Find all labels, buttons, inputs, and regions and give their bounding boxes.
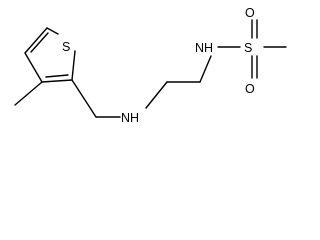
atom-label-sulfonyl-sulfur: S <box>244 41 252 55</box>
bond-c3-methyl <box>14 81 43 106</box>
atom-label-thiophene-sulfur: S <box>62 40 70 54</box>
bond-c2-c3 <box>41 79 73 83</box>
bond-ch2-sulfonamide-n <box>199 55 212 83</box>
structural-formula: S NH NH S O O <box>14 6 287 125</box>
bond-amine-ch2 <box>145 81 168 109</box>
atom-label-sulfonamide-nitrogen: NH <box>195 41 213 55</box>
bond-c3-c4 <box>24 52 43 83</box>
bond-c4-c5 <box>24 27 48 54</box>
bond-c4-c5-double <box>30 32 49 53</box>
bond-s1-c2 <box>71 50 76 81</box>
atom-label-oxygen-top: O <box>245 6 255 20</box>
bond-c5-s1 <box>46 27 59 35</box>
atom-label-oxygen-bottom: O <box>245 82 255 96</box>
atom-label-amine-nitrogen: NH <box>121 111 139 125</box>
bond-c2-ch2 <box>71 79 97 118</box>
thiophene-ring <box>24 27 76 83</box>
bond-c2-c3-double <box>45 74 69 78</box>
